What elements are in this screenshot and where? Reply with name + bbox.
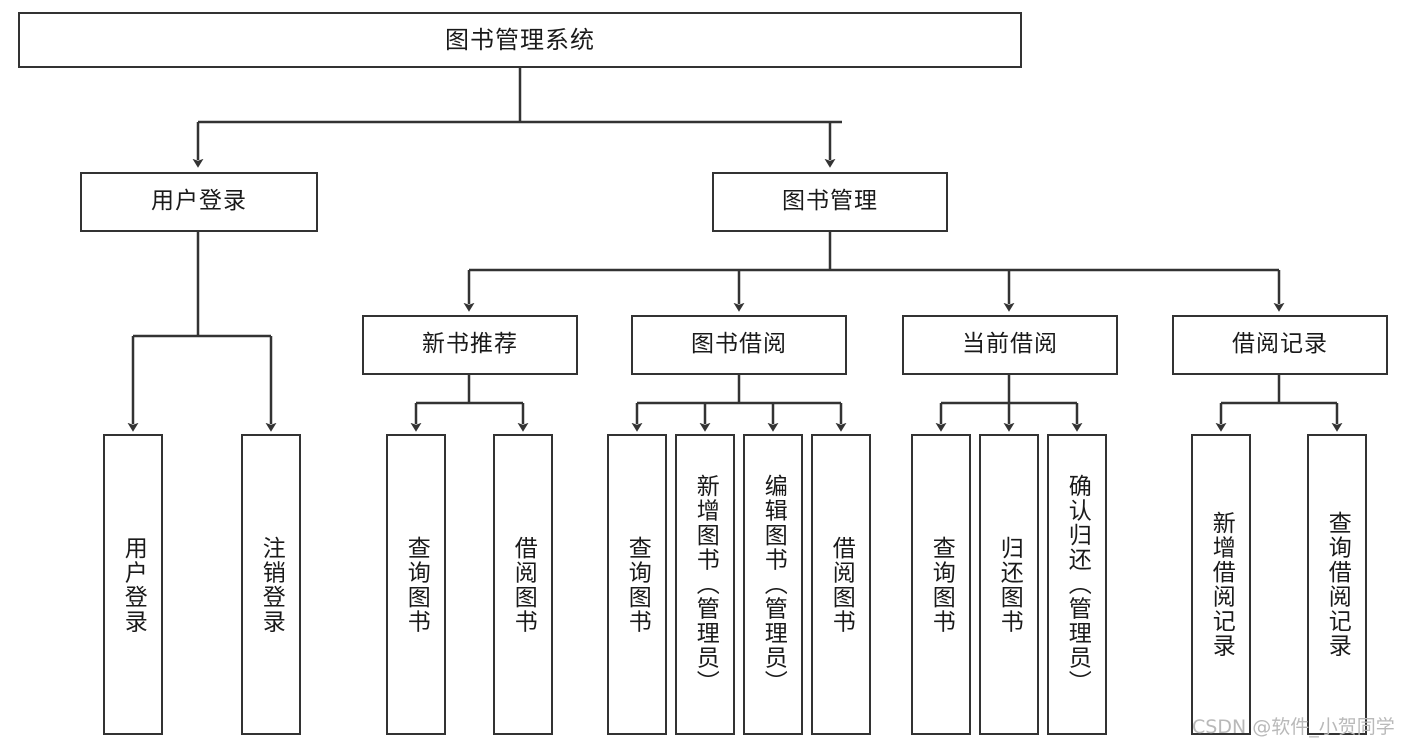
leaf-confirm-return-admin[interactable]: 确认归还（管理员）: [1047, 434, 1107, 735]
node-borrow-records[interactable]: 借阅记录: [1172, 315, 1388, 375]
leaf-query-borrow-record[interactable]: 查询借阅记录: [1307, 434, 1367, 735]
node-root-system[interactable]: 图书管理系统: [18, 12, 1022, 68]
leaf-add-book-admin[interactable]: 新增图书（管理员）: [675, 434, 735, 735]
leaf-logout[interactable]: 注销登录: [241, 434, 301, 735]
leaf-borrow-book-recommend[interactable]: 借阅图书: [493, 434, 553, 735]
node-book-management[interactable]: 图书管理: [712, 172, 948, 232]
leaf-borrow-book[interactable]: 借阅图书: [811, 434, 871, 735]
node-new-book-recommend[interactable]: 新书推荐: [362, 315, 578, 375]
node-user-login[interactable]: 用户登录: [80, 172, 318, 232]
leaf-return-book[interactable]: 归还图书: [979, 434, 1039, 735]
node-current-borrow[interactable]: 当前借阅: [902, 315, 1118, 375]
csdn-watermark: CSDN @软件_小贺同学: [1192, 716, 1395, 738]
leaf-query-book-borrow[interactable]: 查询图书: [607, 434, 667, 735]
leaf-query-book-recommend[interactable]: 查询图书: [386, 434, 446, 735]
leaf-query-book-current[interactable]: 查询图书: [911, 434, 971, 735]
node-book-borrow[interactable]: 图书借阅: [631, 315, 847, 375]
leaf-add-borrow-record[interactable]: 新增借阅记录: [1191, 434, 1251, 735]
leaf-user-login[interactable]: 用户登录: [103, 434, 163, 735]
leaf-edit-book-admin[interactable]: 编辑图书（管理员）: [743, 434, 803, 735]
